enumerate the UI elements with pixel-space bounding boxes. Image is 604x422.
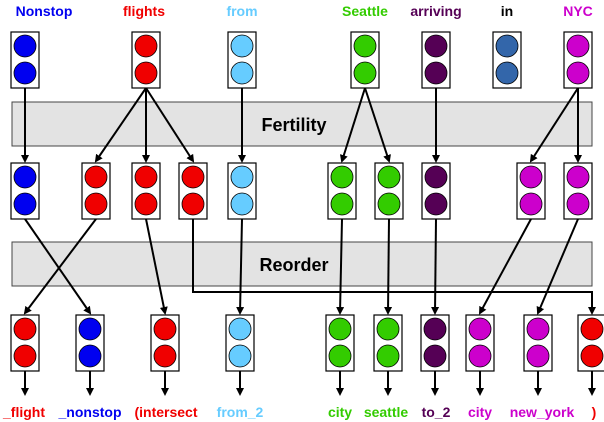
- reorder-edge: [536, 218, 579, 315]
- reorder-edge: [145, 218, 168, 315]
- fertility-node: [563, 162, 593, 220]
- word-layer: Nonstop flights from Seattle arriving in NYC _f…: [2, 3, 596, 420]
- output-token: _nonstop: [58, 404, 122, 420]
- output-node: [420, 314, 450, 372]
- fertility-node: [131, 162, 161, 220]
- reorder-edge: [23, 218, 97, 315]
- source-word: in: [501, 3, 513, 19]
- source-word: arriving: [410, 3, 461, 19]
- output-node: [523, 314, 553, 372]
- fertility-edge: [364, 87, 391, 163]
- output-token: to_2: [422, 404, 451, 420]
- fertility-node: [374, 162, 404, 220]
- fertility-node: [421, 162, 451, 220]
- source-node: [421, 31, 451, 89]
- output-token: new_york: [510, 404, 575, 420]
- reorder-edge: [24, 218, 92, 315]
- fertility-band: [11, 101, 593, 147]
- output-node: [10, 314, 40, 372]
- fertility-node: [10, 162, 40, 220]
- output-token: seattle: [364, 404, 409, 420]
- source-word: from: [226, 3, 257, 19]
- source-node: [350, 31, 380, 89]
- fertility-edge: [145, 87, 195, 163]
- reorder-band: [11, 241, 593, 287]
- node-layer: [10, 31, 604, 372]
- fertility-edge: [529, 87, 579, 163]
- source-word: Nonstop: [16, 3, 73, 19]
- reorder-edge: [236, 218, 245, 315]
- output-node: [150, 314, 180, 372]
- reorder-label: Reorder: [259, 255, 328, 275]
- output-node: [325, 314, 355, 372]
- output-token: (intersect: [134, 404, 197, 420]
- source-node: [563, 31, 593, 89]
- output-token: from_2: [217, 404, 264, 420]
- source-word: Seattle: [342, 3, 388, 19]
- output-token: city: [468, 404, 492, 420]
- source-node: [131, 31, 161, 89]
- output-node: [373, 314, 403, 372]
- output-token: city: [328, 404, 352, 420]
- reorder-edge: [384, 218, 393, 315]
- reorder-edge: [192, 219, 596, 315]
- output-node: [577, 314, 604, 372]
- fertility-node: [516, 162, 546, 220]
- source-word: flights: [123, 3, 165, 19]
- output-node: [465, 314, 495, 372]
- source-node: [227, 31, 257, 89]
- output-node: [225, 314, 255, 372]
- fertility-node: [81, 162, 111, 220]
- edge-layer: [21, 87, 596, 396]
- fertility-node: [327, 162, 357, 220]
- fertility-node: [227, 162, 257, 220]
- output-token: ): [592, 404, 597, 420]
- source-node: [10, 31, 40, 89]
- output-token: _flight: [2, 404, 45, 420]
- fertility-edge: [339, 87, 366, 163]
- reorder-edge: [479, 218, 532, 315]
- reorder-edge: [431, 218, 440, 315]
- output-node: [75, 314, 105, 372]
- reorder-edge: [336, 218, 345, 315]
- fertility-node: [178, 162, 208, 220]
- fertility-edge: [94, 87, 147, 163]
- fertility-label: Fertility: [261, 115, 326, 135]
- source-word: NYC: [563, 3, 593, 19]
- source-node: [492, 31, 522, 89]
